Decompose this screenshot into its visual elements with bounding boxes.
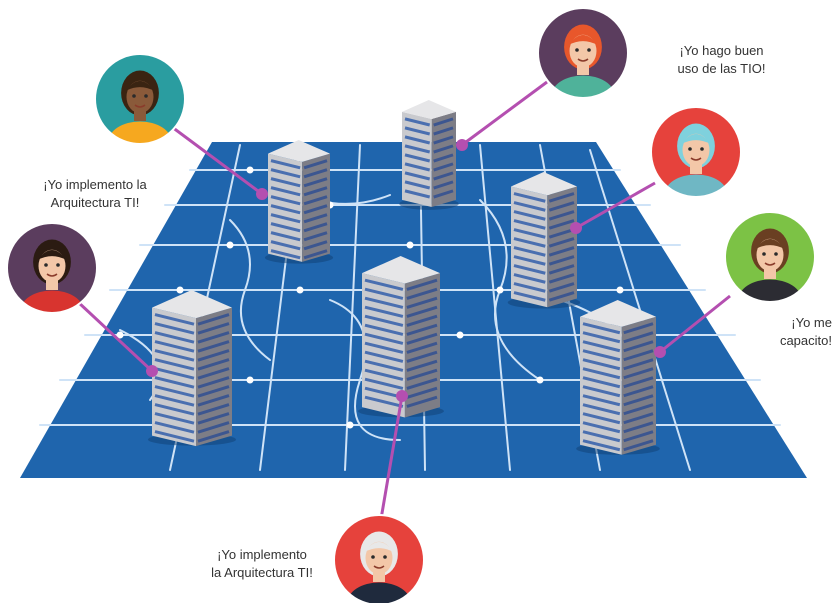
connector-dots <box>146 139 666 402</box>
connector-man-red-hair <box>461 80 548 147</box>
avatar-woman-curly-hair <box>94 53 186 145</box>
caption-arquitectura-left: ¡Yo implemento la Arquitectura TI! <box>43 177 147 210</box>
building-1 <box>264 140 334 264</box>
avatar-man-red-hair <box>537 7 629 99</box>
connector-woman-curly <box>171 125 263 196</box>
buildings-group <box>148 100 660 455</box>
building-2 <box>399 100 459 210</box>
avatar-man-old-suit <box>333 514 425 603</box>
connector-man-glasses <box>76 300 154 373</box>
caption-capacito: ¡Yo me capacito! <box>779 315 832 348</box>
building-6 <box>576 300 660 455</box>
caption-tio: ¡Yo hago buen uso de las TIO! <box>677 43 766 76</box>
avatar-woman-hijab <box>650 106 742 198</box>
connector-lines <box>76 80 731 526</box>
building-4 <box>148 290 236 447</box>
caption-arquitectura-bottom: ¡Yo implemento la Arquitectura TI! <box>211 547 313 580</box>
avatars-group <box>6 7 816 603</box>
building-3 <box>507 172 581 309</box>
connector-woman-hijab <box>575 181 656 230</box>
connector-woman-long-hair <box>659 294 731 354</box>
avatar-man-glasses <box>6 222 98 314</box>
connector-man-old <box>378 395 404 526</box>
building-5 <box>358 256 444 418</box>
avatar-woman-long-hair <box>724 211 816 303</box>
